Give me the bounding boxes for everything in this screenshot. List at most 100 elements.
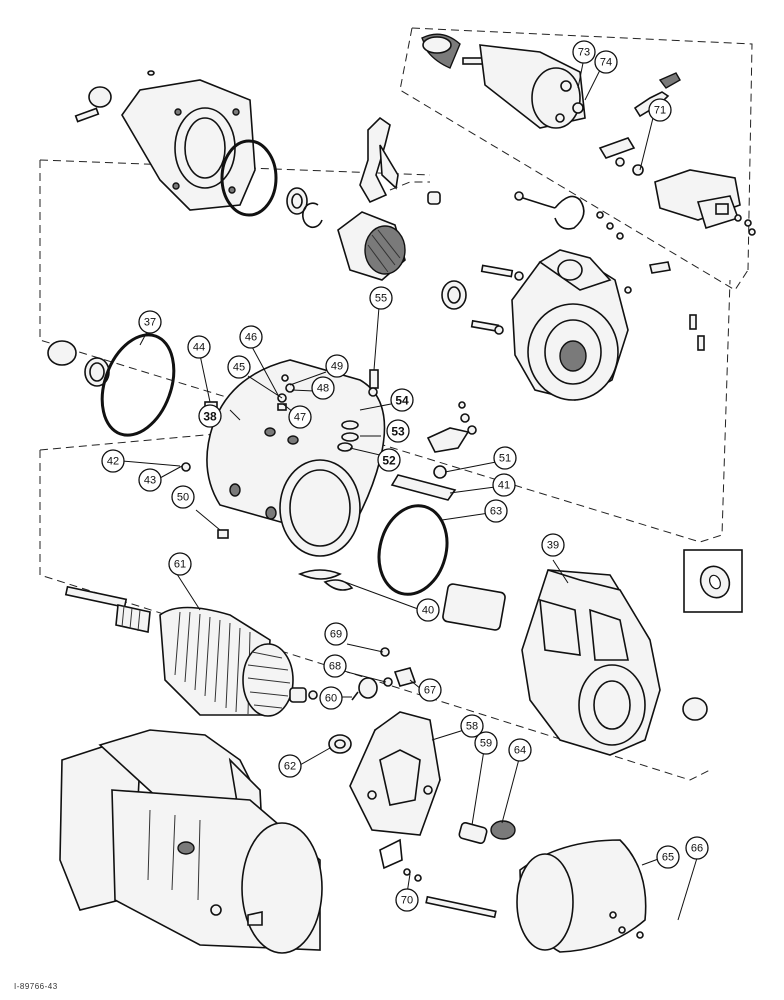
callout-circle — [288, 405, 312, 429]
callout-circle — [395, 888, 419, 912]
callout-number: 40 — [422, 605, 434, 617]
callout-circle — [369, 286, 393, 310]
callout-58: 58 — [460, 714, 484, 738]
callout-48: 48 — [311, 376, 335, 400]
callout-circle — [390, 388, 414, 412]
callout-circle — [474, 731, 498, 755]
end-cap-group — [516, 839, 647, 953]
callout-67: 67 — [418, 678, 442, 702]
callout-circle — [377, 448, 401, 472]
callout-number: 47 — [294, 412, 306, 424]
callout-circle — [541, 533, 565, 557]
callout-number: 67 — [424, 685, 436, 697]
callout-circle — [418, 678, 442, 702]
callout-59: 59 — [474, 731, 498, 755]
callout-circle — [138, 468, 162, 492]
callout-71: 71 — [648, 98, 672, 122]
callout-74: 74 — [594, 50, 618, 74]
callout-number: 54 — [395, 394, 409, 408]
callout-circle — [187, 335, 211, 359]
callout-number: 52 — [382, 454, 396, 468]
callout-circle — [386, 419, 410, 443]
callout-number: 71 — [654, 105, 666, 117]
callout-circle — [416, 598, 440, 622]
callout-number: 51 — [499, 453, 511, 465]
callout-51: 51 — [493, 446, 517, 470]
callout-50: 50 — [171, 485, 195, 509]
callout-number: 74 — [600, 57, 612, 69]
callout-circle — [325, 354, 349, 378]
callout-53: 53 — [386, 419, 410, 443]
callout-circle — [484, 499, 508, 523]
shift-lever-group — [359, 116, 441, 205]
callout-number: 69 — [330, 629, 342, 641]
callout-number: 42 — [107, 456, 119, 468]
callout-number: 43 — [144, 475, 156, 487]
brush-plate-group — [328, 647, 516, 919]
callout-54: 54 — [390, 388, 414, 412]
callout-number: 58 — [466, 721, 478, 733]
callout-70: 70 — [395, 888, 419, 912]
callout-number: 50 — [177, 492, 189, 504]
callout-45: 45 — [227, 355, 251, 379]
small-hardware-group — [277, 369, 506, 631]
callout-circle — [492, 473, 516, 497]
figure-code: I-89766-43 — [14, 982, 58, 991]
callout-circle — [572, 40, 596, 64]
callout-circle — [594, 50, 618, 74]
callout-number: 59 — [480, 738, 492, 750]
callout-circle — [648, 98, 672, 122]
callout-38: 38 — [198, 404, 222, 428]
callout-40: 40 — [416, 598, 440, 622]
callout-43: 43 — [138, 468, 162, 492]
callout-41: 41 — [492, 473, 516, 497]
callout-47: 47 — [288, 405, 312, 429]
callout-number: 73 — [578, 47, 590, 59]
callout-number: 60 — [325, 693, 337, 705]
callout-circle — [508, 738, 532, 762]
callout-66: 66 — [685, 836, 709, 860]
callout-68: 68 — [323, 654, 347, 678]
callout-44: 44 — [187, 335, 211, 359]
armature-group — [64, 585, 318, 717]
callout-circle — [101, 449, 125, 473]
callout-circle — [168, 552, 192, 576]
callout-circle — [198, 404, 222, 428]
callout-60: 60 — [319, 686, 343, 710]
callout-number: 53 — [391, 425, 405, 439]
callout-55: 55 — [369, 286, 393, 310]
callout-number: 49 — [331, 361, 343, 373]
drive-end-housing-group — [74, 70, 406, 281]
callout-circle — [171, 485, 195, 509]
callout-number: 61 — [174, 559, 186, 571]
callout-37: 37 — [138, 310, 162, 334]
callout-62: 62 — [278, 754, 302, 778]
callout-circle — [324, 622, 348, 646]
callout-64: 64 — [508, 738, 532, 762]
callout-39: 39 — [541, 533, 565, 557]
callout-circle — [239, 325, 263, 349]
field-frame-group — [47, 333, 449, 596]
callout-number: 65 — [662, 852, 674, 864]
solenoid-group — [421, 33, 681, 129]
callout-number: 68 — [329, 661, 341, 673]
wire-lead-group — [514, 191, 624, 240]
callout-number: 48 — [317, 383, 329, 395]
callout-circle — [685, 836, 709, 860]
callout-65: 65 — [656, 845, 680, 869]
terminal-cover-group — [598, 137, 756, 236]
callout-73: 73 — [572, 40, 596, 64]
callout-number: 64 — [514, 745, 526, 757]
callout-circle — [460, 714, 484, 738]
callout-63: 63 — [484, 499, 508, 523]
callout-number: 41 — [498, 480, 510, 492]
callout-number: 63 — [490, 506, 502, 518]
callout-number: 38 — [203, 410, 217, 424]
callout-42: 42 — [101, 449, 125, 473]
callout-number: 55 — [375, 293, 387, 305]
callout-circle — [493, 446, 517, 470]
callout-52: 52 — [377, 448, 401, 472]
callout-number: 70 — [401, 895, 413, 907]
